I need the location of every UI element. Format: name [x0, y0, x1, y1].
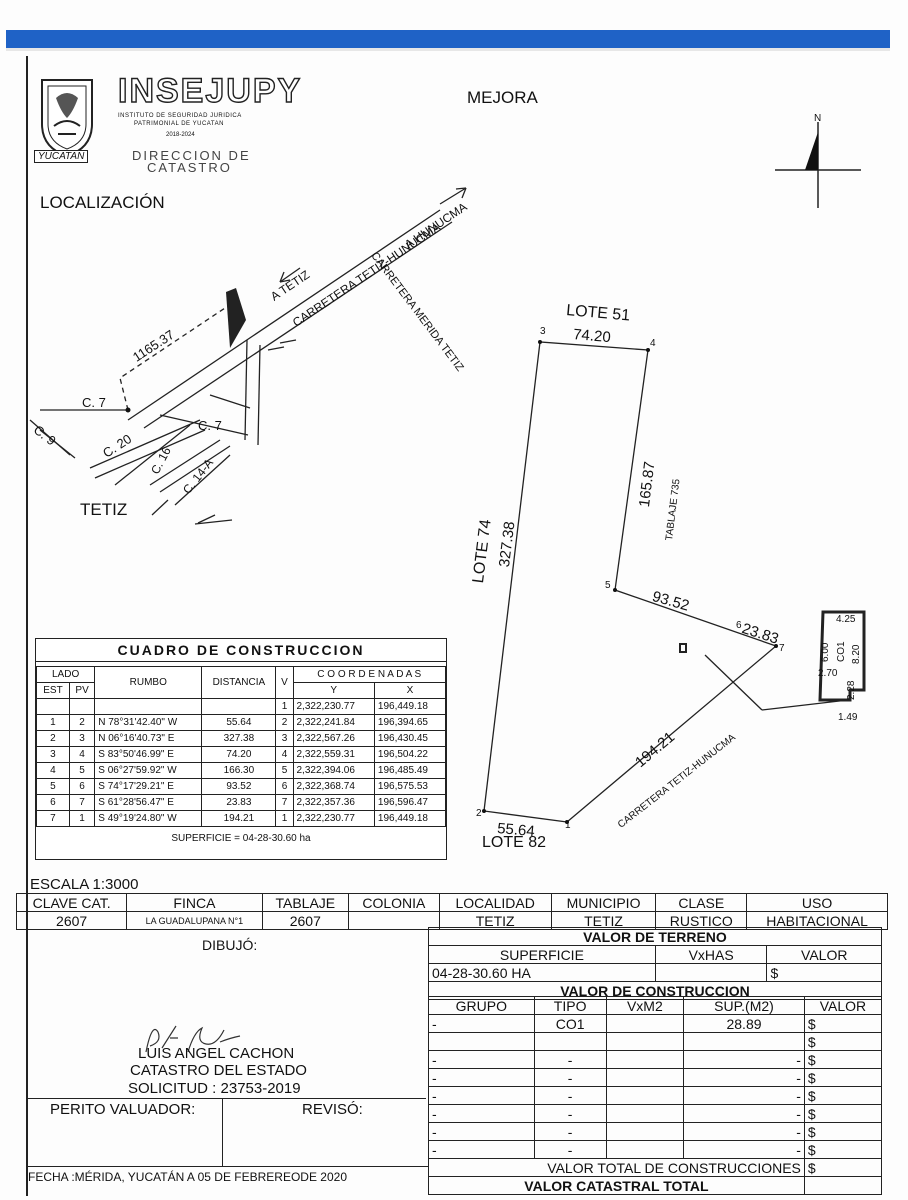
- page-title: MEJORA: [467, 88, 538, 107]
- north-arrow-icon: [775, 112, 865, 208]
- detail-dim: 4.25: [836, 614, 856, 625]
- property-value: RUSTICO: [655, 911, 748, 930]
- dibujo-label: DIBUJÓ:: [202, 937, 258, 953]
- table-row: 1 2,322,230.77 196,449.18: [36, 698, 447, 715]
- construccion-header: SUP.(M2): [683, 996, 805, 1015]
- total-construcciones-label: VALOR TOTAL DE CONSTRUCCIONES: [428, 1158, 805, 1177]
- document-sheet: [26, 56, 894, 1196]
- vertex-label: 6: [736, 620, 742, 631]
- property-value: LA GUADALUPANA N°1: [126, 911, 263, 930]
- table-row: ---$: [428, 1050, 883, 1069]
- dept-line-2: CATASTRO: [147, 160, 232, 175]
- valor-terreno-table: VALOR DE TERRENO SUPERFICIE VxHAS VALOR …: [428, 927, 882, 1000]
- reviso-label: REVISÓ:: [302, 1101, 363, 1118]
- table-row: ---$: [428, 1140, 883, 1159]
- signer-org: CATASTRO DEL ESTADO: [130, 1062, 307, 1079]
- vertex-label: 4: [650, 338, 656, 349]
- signer-name: LUIS ANGEL CACHON: [138, 1045, 295, 1062]
- fecha-label: FECHA :MÉRIDA, YUCATÁN A 05 DE FEBREREOD…: [28, 1170, 347, 1184]
- col-x: X: [373, 682, 447, 699]
- col-est: EST: [36, 682, 70, 699]
- property-header: CLASE: [655, 893, 748, 912]
- property-value: 2607: [261, 911, 349, 930]
- solicitud-label: SOLICITUD : 23753-2019: [128, 1080, 301, 1097]
- divider: [28, 1098, 426, 1099]
- construccion-header: GRUPO: [428, 996, 535, 1015]
- table-row: ---$: [428, 1068, 883, 1087]
- divider: [28, 1166, 428, 1167]
- table-row: ---$: [428, 1104, 883, 1123]
- valor-catastral-label: VALOR CATASTRAL TOTAL: [428, 1176, 805, 1195]
- vertex-label: 3: [540, 326, 546, 337]
- detail-dim: 8.20: [851, 644, 862, 664]
- table-row: ---$: [428, 1086, 883, 1105]
- detail-co1: CO1: [836, 641, 847, 662]
- col-coordenadas: C O O R D E N A D A S: [292, 666, 446, 683]
- vertex-label: 1: [565, 820, 571, 831]
- vertex-label: 7: [779, 643, 785, 654]
- logo-years: 2018-2024: [166, 132, 195, 138]
- detail-dim: 6.00: [820, 642, 831, 662]
- side-length: 74.20: [572, 326, 612, 347]
- signature-icon: [140, 1018, 270, 1058]
- col-y: Y: [292, 682, 375, 699]
- vertex-label: 5: [605, 580, 611, 591]
- cuadro-construccion: CUADRO DE CONSTRUCCION LADO RUMBO DISTAN…: [35, 638, 447, 860]
- property-header: FINCA: [126, 893, 263, 912]
- detail-dim: 2.70: [818, 668, 838, 679]
- street-label: C. 7: [82, 395, 106, 410]
- detail-dim: 2.28: [846, 680, 857, 700]
- divider: [222, 1098, 223, 1166]
- logo-subtitle-1: INSTITUTO DE SEGURIDAD JURIDICA: [118, 113, 242, 119]
- col-rumbo: RUMBO: [94, 666, 203, 699]
- superficie-label: SUPERFICIE = 04-28-30.60 ha: [171, 833, 311, 844]
- top-blue-band: [6, 30, 890, 51]
- property-value: [347, 911, 440, 930]
- table-row: ---$: [428, 1122, 883, 1141]
- dept-line-1: DIRECCION DE: [132, 148, 251, 163]
- street-label: C. 7: [198, 418, 222, 433]
- logo-subtitle-2: PATRIMONIAL DE YUCATAN: [134, 121, 224, 127]
- property-header: CLAVE CAT.: [15, 893, 128, 912]
- construccion-header: VxM2: [605, 996, 685, 1015]
- detail-dim: 1.49: [838, 712, 858, 723]
- localizacion-title: LOCALIZACIÓN: [40, 193, 165, 212]
- property-header: LOCALIDAD: [438, 893, 552, 912]
- property-header: COLONIA: [347, 893, 440, 912]
- escala-label: ESCALA 1:3000: [30, 876, 139, 893]
- valor-construccion-title: VALOR DE CONSTRUCCION: [428, 981, 882, 1000]
- col-pv: PV: [68, 682, 96, 699]
- insejupy-logo: INSEJUPY: [117, 71, 303, 110]
- north-label: N: [814, 113, 822, 124]
- cuadro-title: CUADRO DE CONSTRUCCION: [36, 639, 446, 662]
- col-lado: LADO: [35, 666, 96, 683]
- property-header: TABLAJE: [261, 893, 349, 912]
- construccion-header: VALOR: [803, 996, 883, 1015]
- town-label: TETIZ: [80, 500, 128, 519]
- property-header: MUNICIPIO: [550, 893, 657, 912]
- col-v: V: [275, 666, 294, 699]
- col-distancia: DISTANCIA: [201, 666, 277, 699]
- construccion-header: TIPO: [533, 996, 607, 1015]
- seal-label: YUCATAN: [34, 150, 89, 163]
- property-header: USO: [746, 893, 888, 912]
- property-value: HABITACIONAL: [746, 911, 888, 930]
- property-value: 2607: [15, 911, 128, 930]
- table-row: $: [428, 1032, 883, 1051]
- valor-terreno-title: VALOR DE TERRENO: [428, 927, 882, 946]
- perito-label: PERITO VALUADOR:: [50, 1101, 196, 1118]
- vertex-label: 2: [476, 808, 482, 819]
- lote82-label: LOTE 82: [482, 834, 547, 851]
